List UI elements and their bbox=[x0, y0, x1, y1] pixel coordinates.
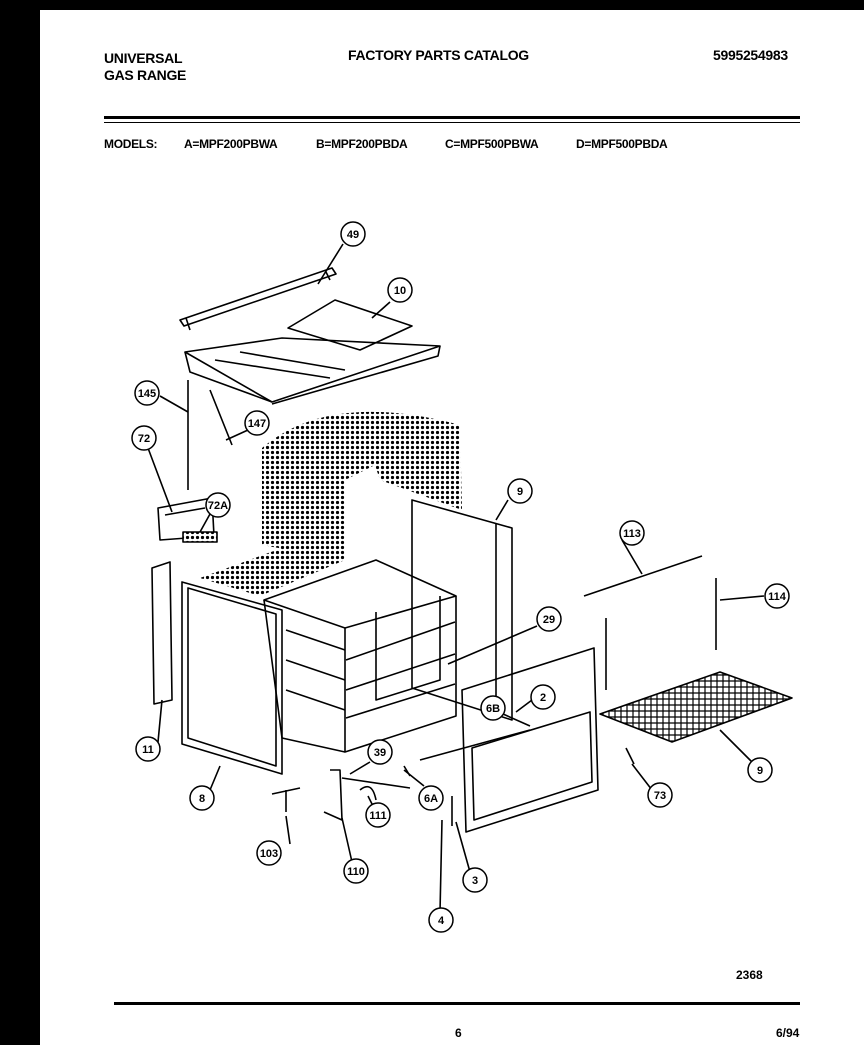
header-rule-thin bbox=[104, 122, 800, 123]
callout-72a: 72A bbox=[208, 500, 228, 512]
callout-39: 39 bbox=[374, 747, 386, 759]
side-panel-part bbox=[181, 581, 283, 775]
model-b: B=MPF200PBDA bbox=[316, 137, 408, 151]
footer-rule bbox=[114, 1002, 800, 1005]
cooktop-frame-part bbox=[184, 299, 441, 405]
brand-line-1: UNIVERSAL bbox=[104, 50, 183, 66]
catalog-title: FACTORY PARTS CATALOG bbox=[348, 47, 529, 63]
top-brace-part bbox=[179, 267, 337, 331]
oven-door-part bbox=[419, 647, 599, 833]
part-110 bbox=[323, 769, 343, 821]
callout-145: 145 bbox=[138, 388, 156, 400]
models-label: MODELS: bbox=[104, 137, 158, 151]
callout-4: 4 bbox=[438, 915, 445, 927]
callout-2: 2 bbox=[540, 692, 546, 704]
callout-6a: 6A bbox=[424, 793, 438, 805]
side-trim-strip bbox=[151, 561, 173, 705]
callout-3: 3 bbox=[472, 875, 478, 887]
drawing-number: 2368 bbox=[736, 968, 763, 982]
model-d: D=MPF500PBDA bbox=[576, 137, 668, 151]
callout-group: 49 10 145 147 72 72A 9 113 114 11 8 29 2 bbox=[131, 221, 790, 933]
insulation-bottom bbox=[200, 545, 345, 596]
callout-49: 49 bbox=[347, 229, 359, 241]
header-rule bbox=[104, 116, 800, 119]
callout-6b: 6B bbox=[486, 703, 500, 715]
part-39 bbox=[341, 777, 411, 789]
oven-rack bbox=[599, 671, 793, 743]
callout-11: 11 bbox=[142, 744, 154, 756]
callout-72: 72 bbox=[138, 433, 150, 445]
back-panel-part bbox=[411, 499, 513, 721]
catalog-sheet bbox=[40, 10, 864, 1045]
rod-113 bbox=[583, 555, 703, 597]
callout-111: 111 bbox=[369, 810, 386, 822]
callout-110: 110 bbox=[347, 866, 365, 878]
part-103 bbox=[271, 787, 301, 812]
callout-8: 8 bbox=[199, 793, 205, 805]
callout-29: 29 bbox=[543, 614, 555, 626]
rod-147 bbox=[209, 389, 233, 446]
callout-9-back: 9 bbox=[517, 486, 523, 498]
bracket-72a-part bbox=[182, 531, 218, 543]
page-number: 6 bbox=[455, 1026, 462, 1040]
model-c: C=MPF500PBWA bbox=[445, 137, 539, 151]
insulation-blanket bbox=[262, 411, 462, 560]
catalog-number: 5995254983 bbox=[713, 47, 788, 63]
part-111 bbox=[359, 785, 377, 801]
callout-9-rack: 9 bbox=[757, 765, 763, 777]
model-a: A=MPF200PBWA bbox=[184, 137, 278, 151]
brand-line-2: GAS RANGE bbox=[104, 67, 187, 83]
revision-date: 6/94 bbox=[776, 1026, 800, 1040]
callout-10: 10 bbox=[394, 285, 406, 297]
part-73 bbox=[625, 747, 635, 765]
callout-103: 103 bbox=[260, 848, 278, 860]
callout-113: 113 bbox=[623, 528, 641, 540]
callout-147: 147 bbox=[248, 418, 266, 430]
oven-liner-part bbox=[263, 559, 457, 753]
callout-73: 73 bbox=[654, 790, 666, 802]
callout-114: 114 bbox=[768, 591, 787, 603]
